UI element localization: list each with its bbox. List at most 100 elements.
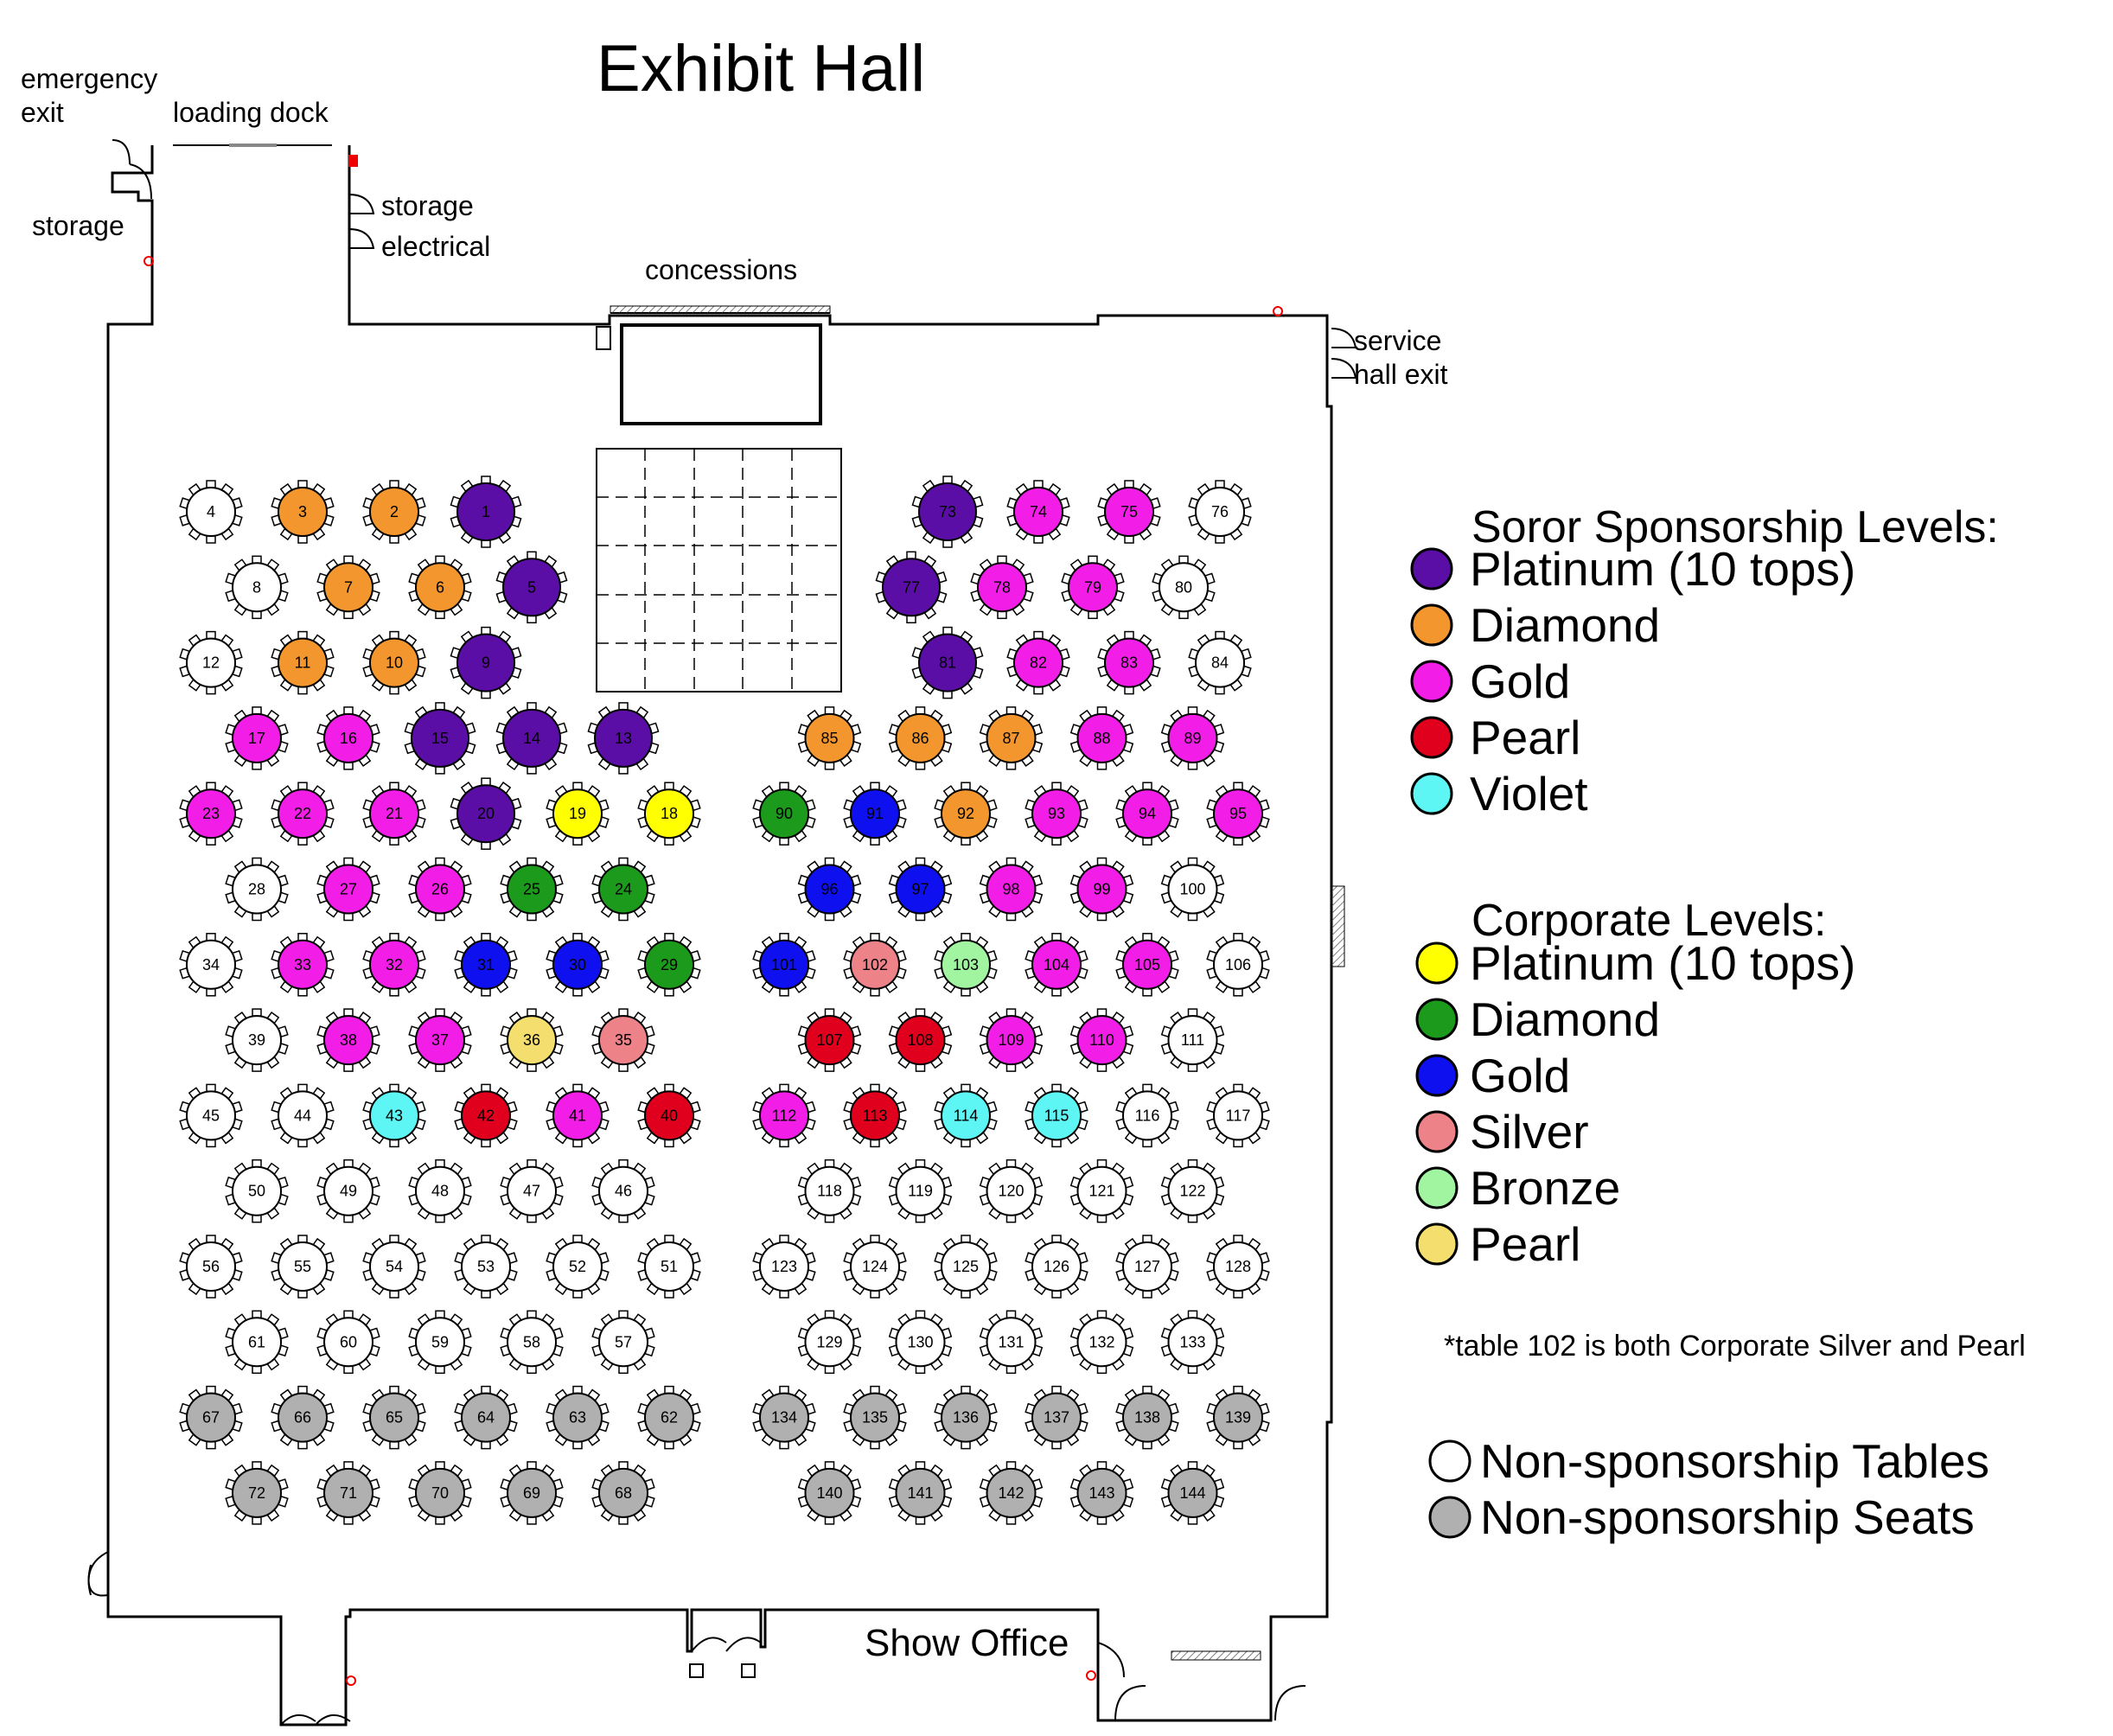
table-top[interactable] (977, 562, 1027, 613)
table-144[interactable]: 144 (1160, 1461, 1225, 1525)
table-5[interactable]: 5 (495, 551, 568, 624)
table-84[interactable]: 84 (1188, 630, 1252, 695)
table-top[interactable] (598, 1317, 648, 1368)
table-49[interactable]: 49 (316, 1158, 380, 1223)
table-8[interactable]: 8 (225, 555, 289, 620)
table-top[interactable] (1122, 939, 1172, 990)
table-top[interactable] (502, 558, 561, 617)
table-92[interactable]: 92 (934, 782, 998, 846)
table-top[interactable] (461, 1090, 511, 1141)
table-142[interactable]: 142 (979, 1461, 1044, 1525)
table-top[interactable] (507, 864, 557, 915)
table-80[interactable]: 80 (1152, 555, 1216, 620)
table-42[interactable]: 42 (454, 1083, 518, 1148)
table-top[interactable] (369, 1090, 419, 1141)
table-130[interactable]: 130 (888, 1310, 953, 1375)
table-74[interactable]: 74 (1006, 480, 1070, 544)
table-21[interactable]: 21 (362, 782, 426, 846)
table-12[interactable]: 12 (179, 630, 243, 695)
table-9[interactable]: 9 (450, 626, 522, 699)
table-top[interactable] (186, 1241, 236, 1292)
table-top[interactable] (1104, 487, 1154, 537)
table-96[interactable]: 96 (797, 857, 862, 922)
table-top[interactable] (552, 1090, 603, 1141)
table-112[interactable]: 112 (752, 1083, 816, 1148)
table-top[interactable] (644, 939, 694, 990)
table-2[interactable]: 2 (362, 480, 426, 544)
table-75[interactable]: 75 (1097, 480, 1161, 544)
table-62[interactable]: 62 (637, 1385, 701, 1450)
table-101[interactable]: 101 (752, 933, 816, 997)
table-56[interactable]: 56 (179, 1235, 243, 1299)
table-top[interactable] (895, 1317, 946, 1368)
table-37[interactable]: 37 (408, 1008, 472, 1072)
table-39[interactable]: 39 (225, 1008, 289, 1072)
table-25[interactable]: 25 (500, 857, 564, 922)
table-32[interactable]: 32 (362, 933, 426, 997)
table-133[interactable]: 133 (1160, 1310, 1225, 1375)
table-88[interactable]: 88 (1069, 706, 1134, 770)
table-top[interactable] (895, 864, 946, 915)
table-top[interactable] (1167, 864, 1218, 915)
table-119[interactable]: 119 (888, 1158, 953, 1223)
table-top[interactable] (1076, 1165, 1127, 1216)
table-top[interactable] (804, 1165, 855, 1216)
table-top[interactable] (804, 864, 855, 915)
table-top[interactable] (415, 562, 465, 613)
table-top[interactable] (278, 1241, 328, 1292)
table-top[interactable] (507, 1165, 557, 1216)
table-top[interactable] (644, 1392, 694, 1443)
table-45[interactable]: 45 (179, 1083, 243, 1148)
table-93[interactable]: 93 (1025, 782, 1088, 846)
table-top[interactable] (232, 1317, 282, 1368)
table-top[interactable] (1213, 788, 1263, 839)
table-41[interactable]: 41 (546, 1083, 610, 1148)
table-top[interactable] (323, 562, 373, 613)
table-top[interactable] (941, 939, 991, 990)
table-71[interactable]: 71 (316, 1461, 380, 1525)
table-top[interactable] (850, 939, 900, 990)
table-top[interactable] (941, 1241, 991, 1292)
table-125[interactable]: 125 (934, 1235, 998, 1299)
table-top[interactable] (918, 633, 977, 692)
table-top[interactable] (369, 487, 419, 537)
table-top[interactable] (278, 1090, 328, 1141)
table-top[interactable] (232, 1467, 282, 1518)
table-29[interactable]: 29 (637, 933, 701, 997)
table-top[interactable] (278, 1392, 328, 1443)
table-1[interactable]: 1 (450, 475, 522, 548)
table-top[interactable] (644, 1241, 694, 1292)
table-top[interactable] (415, 1317, 465, 1368)
table-65[interactable]: 65 (362, 1385, 426, 1450)
table-108[interactable]: 108 (888, 1008, 953, 1072)
table-97[interactable]: 97 (888, 857, 953, 922)
table-top[interactable] (507, 1015, 557, 1066)
table-76[interactable]: 76 (1188, 480, 1252, 544)
table-67[interactable]: 67 (179, 1385, 243, 1450)
table-top[interactable] (598, 864, 648, 915)
table-53[interactable]: 53 (454, 1235, 518, 1299)
table-top[interactable] (598, 1165, 648, 1216)
table-top[interactable] (895, 712, 946, 763)
table-141[interactable]: 141 (888, 1461, 953, 1525)
table-top[interactable] (186, 1392, 236, 1443)
table-122[interactable]: 122 (1160, 1158, 1225, 1223)
table-top[interactable] (411, 708, 469, 768)
table-top[interactable] (1031, 1090, 1082, 1141)
table-top[interactable] (415, 1015, 465, 1066)
table-16[interactable]: 16 (316, 706, 380, 770)
table-124[interactable]: 124 (843, 1235, 907, 1299)
table-106[interactable]: 106 (1206, 933, 1270, 997)
table-top[interactable] (882, 558, 941, 617)
table-110[interactable]: 110 (1069, 1008, 1134, 1072)
table-63[interactable]: 63 (546, 1385, 610, 1450)
table-top[interactable] (759, 1392, 809, 1443)
table-27[interactable]: 27 (316, 857, 380, 922)
table-top[interactable] (1104, 637, 1154, 688)
table-top[interactable] (186, 1090, 236, 1141)
table-78[interactable]: 78 (970, 555, 1034, 620)
table-81[interactable]: 81 (911, 626, 984, 699)
table-top[interactable] (1076, 1015, 1127, 1066)
table-top[interactable] (232, 712, 282, 763)
table-77[interactable]: 77 (875, 551, 948, 624)
